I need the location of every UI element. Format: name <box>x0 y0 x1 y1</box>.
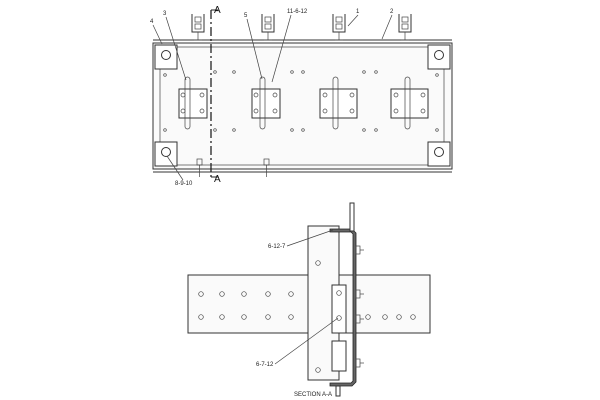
leader-line <box>152 24 163 45</box>
inner-frame <box>159 46 445 166</box>
terminal-lead <box>349 202 355 232</box>
terminal-clip <box>332 14 346 41</box>
leader-line <box>246 18 263 80</box>
leader-line <box>165 16 187 81</box>
bracket-assembly <box>251 76 281 130</box>
bottom-stud <box>196 158 270 177</box>
bracket-assembly <box>319 76 358 130</box>
leader-line <box>274 317 339 365</box>
bolt <box>355 245 364 368</box>
top-view: A A 1 2 3 4 5 11-6-12 8-9-10 <box>150 5 453 187</box>
section-marker-top: A <box>214 5 221 16</box>
corner-pad <box>427 44 451 70</box>
clamp-block <box>331 340 347 372</box>
section-view: 6-12-7 6-7-12 SECTION A-A <box>187 202 431 398</box>
callout-label: 3 <box>163 11 167 17</box>
corner-pad <box>427 141 451 167</box>
leader-line <box>347 14 359 27</box>
bus-bar-holes <box>198 291 416 320</box>
mounting-holes <box>163 70 439 132</box>
callout-label: 11-6-12 <box>287 9 308 15</box>
channel-bracket <box>329 228 357 387</box>
corner-pad <box>154 44 178 70</box>
callout-label: 6-12-7 <box>268 244 286 250</box>
leader-line <box>166 155 184 181</box>
section-cut-line <box>210 9 218 178</box>
terminal-clip <box>398 14 412 41</box>
callout-label: 1 <box>356 9 360 15</box>
callout-label: 2 <box>390 9 394 15</box>
section-marker-bottom: A <box>214 174 221 185</box>
section-title: SECTION A-A <box>294 392 332 398</box>
callout-label: 6-7-12 <box>256 362 274 368</box>
callout-label: 5 <box>244 13 248 19</box>
leader-line <box>381 14 393 40</box>
terminal-clip <box>191 14 205 41</box>
corner-pad <box>154 141 178 167</box>
leader-line <box>271 14 292 83</box>
terminal-lead <box>335 385 341 397</box>
terminal-clip <box>261 14 275 41</box>
bracket-assembly <box>390 76 429 130</box>
callout-label: 8-9-10 <box>175 181 193 187</box>
leader-line <box>286 229 334 247</box>
bracket-assembly <box>178 76 208 130</box>
clamp-block <box>331 284 347 334</box>
callout-label: 4 <box>150 19 154 25</box>
